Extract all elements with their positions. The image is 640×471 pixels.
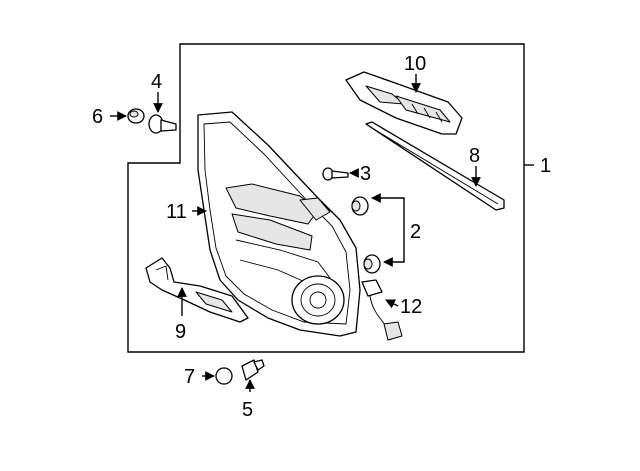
bolt <box>241 359 265 381</box>
belt-weatherstrip <box>365 121 505 211</box>
callout-12: 12 <box>385 296 422 318</box>
assembly-frame <box>127 43 525 353</box>
push-bolt <box>148 114 177 134</box>
courtesy-lamp <box>361 279 403 341</box>
svg-text:3: 3 <box>360 163 371 185</box>
svg-text:2: 2 <box>410 221 421 243</box>
retaining-clip-lower <box>363 254 381 274</box>
callout-6: 6 <box>92 106 127 128</box>
window-switch-assembly <box>345 71 463 135</box>
callout-9: 9 <box>175 287 187 343</box>
cap-plug <box>127 108 145 124</box>
callout-4: 4 <box>151 71 163 113</box>
retaining-clip-upper <box>351 196 369 216</box>
callout-1: 1 <box>524 155 551 177</box>
callout-7: 7 <box>184 366 215 388</box>
svg-text:12: 12 <box>400 296 422 318</box>
callout-8: 8 <box>469 145 481 187</box>
svg-text:6: 6 <box>92 106 103 128</box>
callout-5: 5 <box>242 379 255 421</box>
svg-text:8: 8 <box>469 145 480 167</box>
svg-text:11: 11 <box>166 201 187 223</box>
callout-10: 10 <box>404 53 426 93</box>
door-trim-panel <box>197 111 361 337</box>
svg-text:7: 7 <box>184 366 195 388</box>
callout-2: 2 <box>371 193 421 267</box>
svg-text:4: 4 <box>151 71 162 93</box>
svg-text:10: 10 <box>404 53 426 75</box>
callout-11: 11 <box>166 201 207 223</box>
svg-text:9: 9 <box>175 321 186 343</box>
screw <box>322 167 349 181</box>
hole-plug <box>215 367 233 385</box>
svg-text:5: 5 <box>242 399 253 421</box>
callout-3: 3 <box>349 163 371 185</box>
switch-bezel <box>145 257 249 323</box>
svg-text:1: 1 <box>540 155 551 177</box>
